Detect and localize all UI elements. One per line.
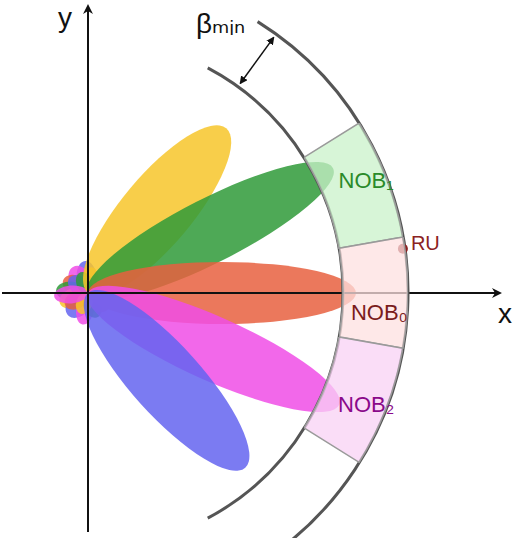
x-axis (2, 292, 500, 294)
sector-label: NOB₁ (339, 170, 394, 192)
beam-lobe (62, 270, 271, 491)
sector-label: NOB₀ (351, 302, 408, 324)
sector-region: NOB₀ (339, 237, 408, 348)
y-axis (87, 6, 89, 532)
sector-region: NOB₁ (304, 123, 403, 248)
angle-label: βₘᵢₙ (196, 10, 245, 38)
sector-region: NOB₂ (304, 337, 403, 462)
axis-label: x (498, 300, 512, 328)
beta-arrow (240, 37, 274, 83)
sector-label: NOB₂ (338, 394, 394, 416)
sector-shape (339, 237, 408, 348)
axis-label: y (58, 4, 72, 32)
beam-lobe (53, 284, 88, 305)
inner-arc (208, 68, 343, 518)
outer-arc (228, 22, 408, 538)
ru-label: RU (411, 233, 440, 253)
